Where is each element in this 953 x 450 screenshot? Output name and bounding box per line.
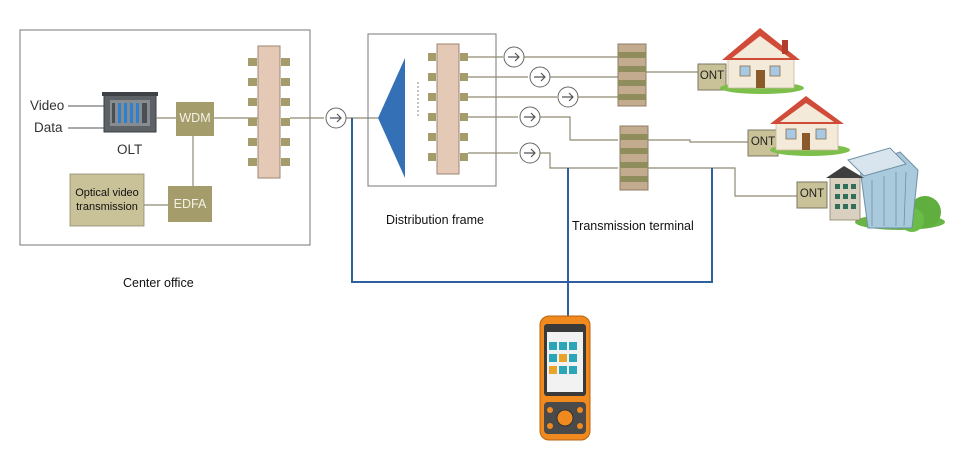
- center-office-frame: [19, 29, 311, 246]
- arrow-right-circle-icon: [325, 107, 347, 129]
- distribution-patch-panel: [428, 43, 468, 175]
- wdm-label: WDM: [179, 111, 211, 125]
- center-office-label: Center office: [123, 276, 194, 290]
- wdm-box: [176, 102, 214, 136]
- optical-video-transmission-box: [69, 173, 145, 227]
- ont-label-1: ONT: [699, 70, 725, 82]
- video-label: Video: [30, 98, 65, 113]
- optical-video-transmission-label: Optical video transmission: [75, 187, 139, 213]
- center-office-patch-panel: [248, 45, 290, 179]
- splitter-triangle: [378, 58, 405, 178]
- house-icon: [720, 28, 804, 94]
- distribution-output-lines: [468, 56, 557, 154]
- transmission-terminal-panel-2: [619, 125, 649, 191]
- olt-chassis-icon: [102, 92, 158, 133]
- test-fiber-lines: [351, 118, 713, 318]
- arrow-right-circle-icon: [557, 86, 579, 108]
- olt-label: OLT: [117, 142, 143, 157]
- arrow-right-circle-icon: [529, 66, 551, 88]
- ont-label-3: ONT: [799, 188, 825, 200]
- arrow-right-circle-icon: [503, 46, 525, 68]
- otdr-tester-icon: [539, 315, 591, 441]
- transmission-terminal-label: Transmission terminal: [572, 219, 694, 233]
- ont-box-3: [796, 181, 828, 209]
- arrow-right-circle-icon: [519, 106, 541, 128]
- ont-label-2: ONT: [750, 136, 776, 148]
- data-label: Data: [34, 120, 63, 135]
- terminal-to-ont-lines: [646, 71, 797, 197]
- house-icon: [770, 96, 850, 156]
- distribution-frame-label: Distribution frame: [386, 213, 484, 227]
- office-building-icon: [826, 147, 945, 232]
- ont-box-1: [697, 63, 727, 91]
- transmission-terminal-panel-1: [617, 43, 647, 107]
- distribution-frame-box: [367, 33, 497, 187]
- arrow-right-circle-icon: [519, 142, 541, 164]
- drop-fiber-lines: [524, 56, 618, 169]
- edfa-box: [168, 186, 212, 222]
- edfa-label: EDFA: [173, 197, 207, 211]
